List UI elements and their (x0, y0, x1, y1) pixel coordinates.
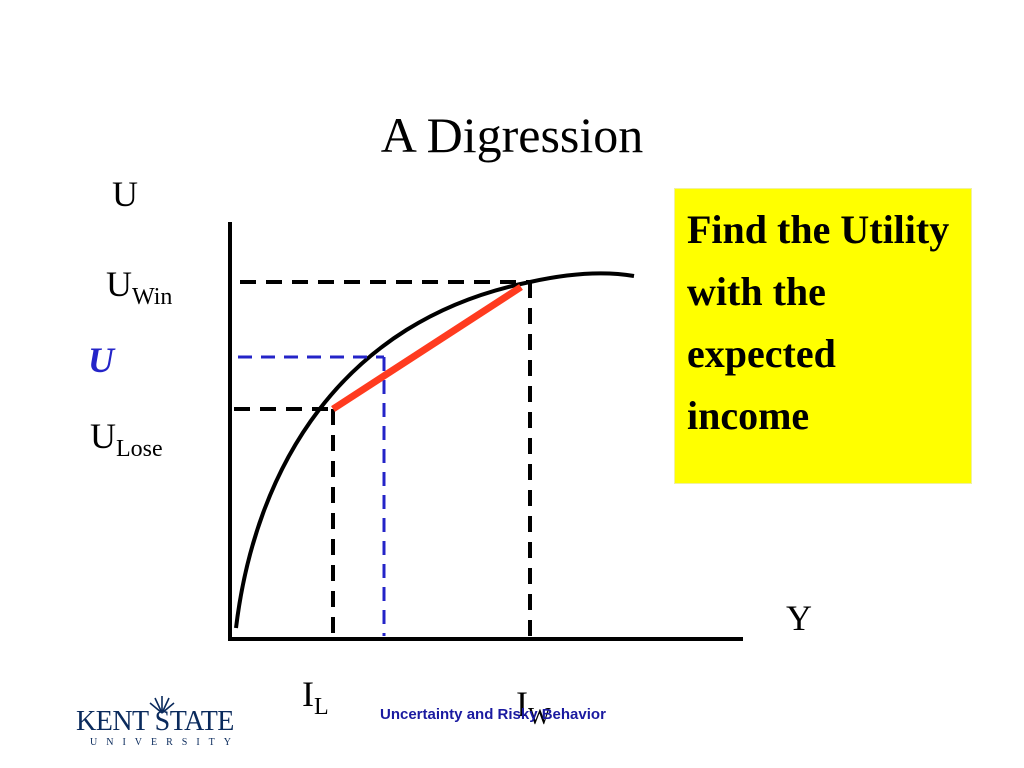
footer-text: Uncertainty and Risky Behavior (380, 706, 606, 723)
u-lose-label: ULose (90, 416, 163, 461)
callout-box: Find the Utility with the expected incom… (674, 188, 972, 484)
i-lose-label: IL (302, 674, 329, 719)
u-win-main: U (106, 264, 132, 304)
logo-name: KENT STATE (76, 706, 234, 737)
y-axis-label: U (112, 174, 138, 214)
i-lose-main: I (302, 674, 314, 714)
u-lose-sub: Lose (116, 436, 163, 462)
i-win-sub: W (528, 704, 551, 730)
u-win-label: UWin (106, 264, 172, 309)
university-logo: KENT STATE UNIVERSITY (72, 694, 262, 754)
u-expected-label: U (88, 340, 114, 380)
x-axis-label: Y (786, 598, 812, 638)
utility-curve (234, 271, 635, 629)
sunburst-icon (149, 696, 175, 714)
u-lose-main: U (90, 416, 116, 456)
i-lose-sub: L (314, 694, 329, 720)
i-win-main: I (516, 684, 528, 724)
u-win-sub: Win (132, 284, 173, 310)
i-win-label: IW (516, 684, 551, 729)
slide-title: A Digression (380, 107, 644, 163)
logo-sub: UNIVERSITY (90, 737, 240, 748)
expected-utility-chord (331, 284, 523, 412)
